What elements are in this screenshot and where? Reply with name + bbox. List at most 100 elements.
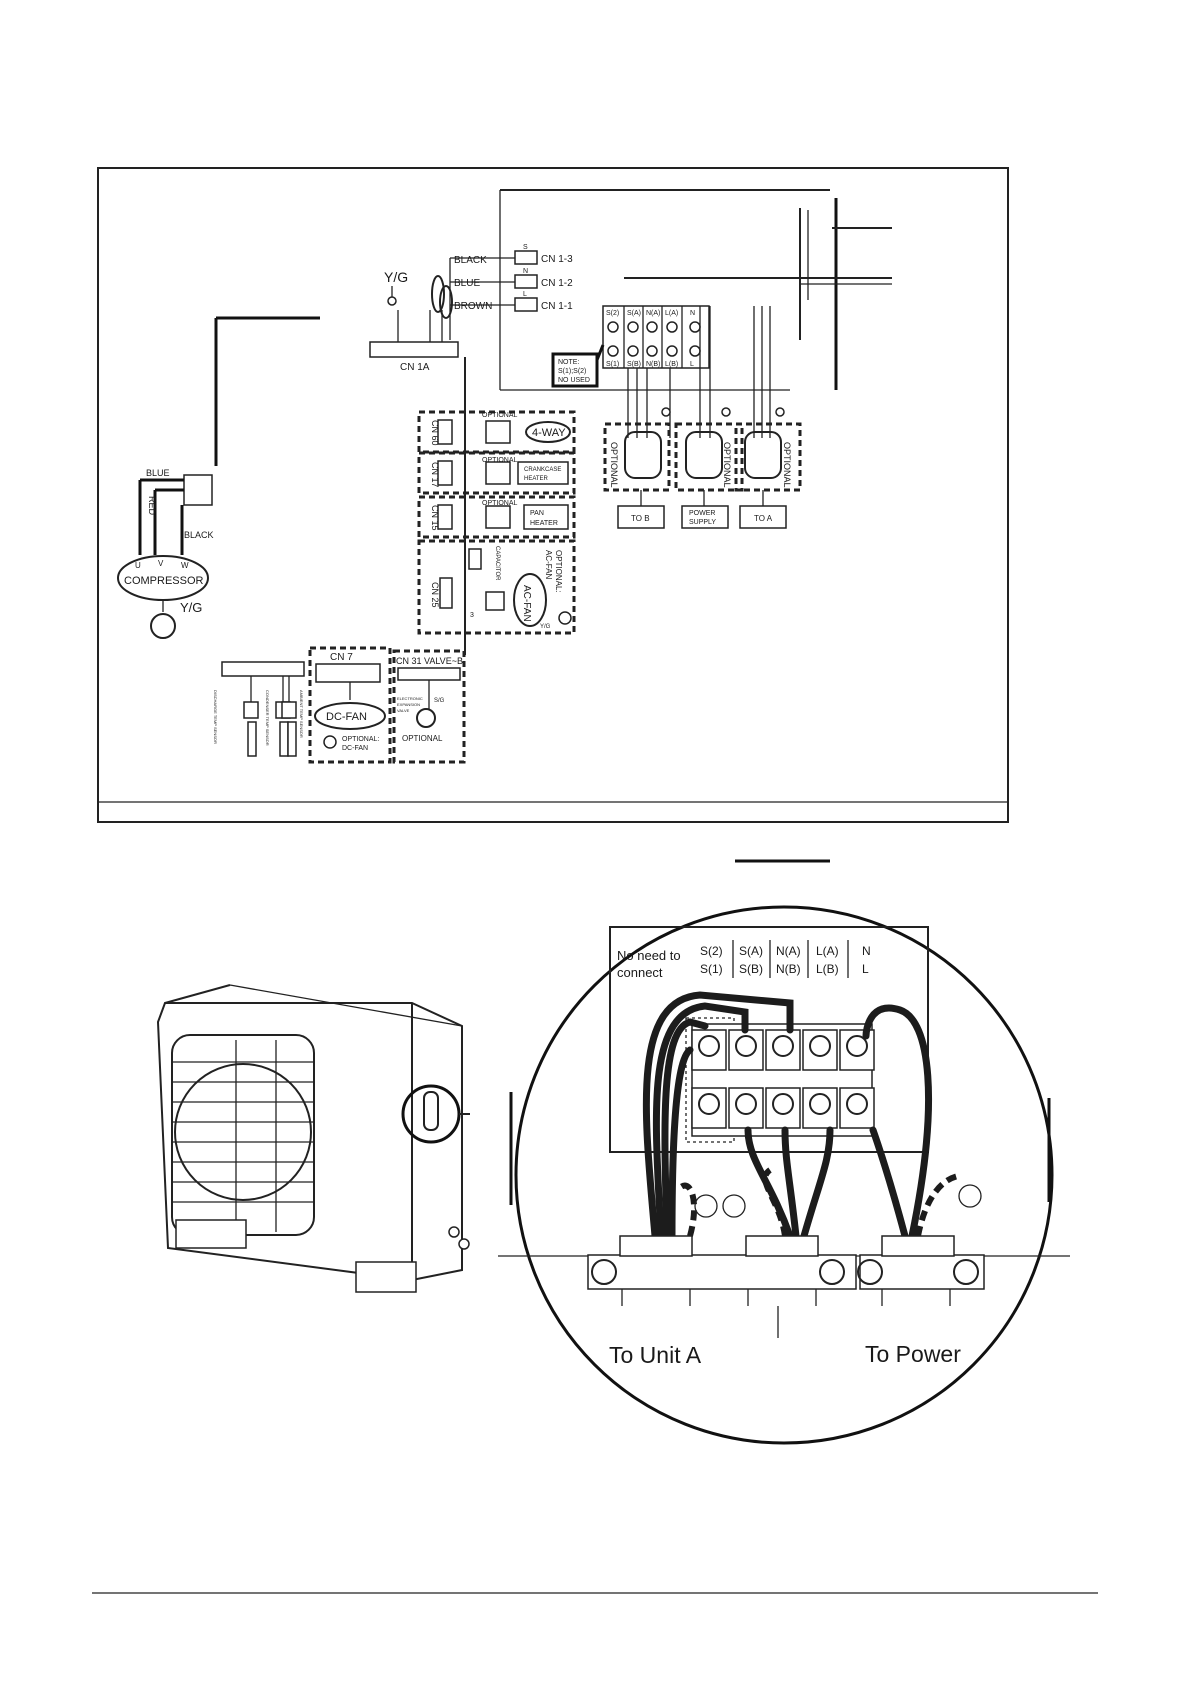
screw-icon (627, 321, 639, 333)
diagram-frame (97, 167, 1009, 823)
optional-box-a (734, 422, 802, 492)
four-way-label: 4-WAY (532, 427, 566, 439)
power-supply-box (681, 505, 729, 529)
term-top-3: N(A) (646, 310, 660, 317)
cn15-box (417, 495, 576, 539)
dc-fan (314, 702, 386, 730)
term-top-5: N (690, 310, 695, 317)
terminal-panel (609, 926, 929, 1153)
screw-icon (772, 1093, 794, 1115)
cn25-box (417, 539, 576, 635)
cable-drum-power (685, 431, 723, 479)
detail-top-4: L(A) (816, 944, 839, 958)
cn15-label: CN 15 (430, 505, 440, 531)
screw-icon (666, 321, 678, 333)
compressor-group: BLUE RED BLACK U V W COMPRESSOR Y/G (117, 468, 214, 639)
term-bot-5: L (690, 361, 694, 368)
cable-clamp-b (745, 1235, 819, 1257)
n-label: N (523, 268, 528, 275)
cn12-label: CN 1-2 (541, 278, 573, 289)
cn1-connectors: BLACK BLUE BROWN S N L CN 1-3 CN 1-2 CN … (449, 244, 573, 340)
wire-b3 (800, 1126, 834, 1240)
cn60-relay-icon (485, 420, 511, 444)
note-pointer (595, 344, 605, 361)
ground-icon (661, 407, 671, 417)
cn31-box (392, 649, 466, 764)
screw-icon (735, 1035, 757, 1057)
sg-label: S/G (434, 698, 445, 704)
terminal-detail: No need to connect S(2) S(A) N(A) L(A) N… (498, 859, 1070, 1445)
capacitor-icon (468, 548, 482, 570)
sensor-connector (221, 661, 305, 677)
ambient-sensor-icon (287, 721, 297, 757)
capacitor-label: CAPACITOR (494, 546, 500, 581)
optional-valve-label: OPTIONAL (402, 734, 443, 743)
black-label: BLACK (454, 255, 487, 266)
pan-label-2: HEATER (530, 520, 558, 527)
term-bot-1: S(1) (606, 361, 619, 368)
cn1a-block (369, 341, 459, 358)
screw-icon (607, 345, 619, 357)
valve-label-1: ELECTRONIC (397, 696, 423, 701)
to-unit-a-label: To Unit A (609, 1342, 702, 1368)
sensor-group: DISCHARGE TEMP SENSOR CONDENSER TEMP SEN… (213, 661, 305, 757)
detail-bot-4: L(B) (816, 962, 839, 976)
ground-icon (775, 407, 785, 417)
screw-icon (646, 345, 658, 357)
wire-la (642, 991, 794, 1240)
handle-icon (423, 1091, 439, 1131)
term-top-4: L(A) (665, 310, 678, 317)
ferrite-ring-icon (431, 275, 445, 313)
cable-drum-a (744, 431, 782, 479)
detail-bot-1: S(1) (700, 962, 723, 976)
screw-icon (809, 1093, 831, 1115)
optional-pan-label: OPTIONAL (482, 500, 518, 507)
cn17-relay-icon (485, 461, 511, 485)
dc-fan-label: DC-FAN (326, 711, 367, 723)
screw-icon (646, 321, 658, 333)
cn15-relay-icon (485, 505, 511, 529)
screw-icon (772, 1035, 794, 1057)
cn7-label: CN 7 (330, 652, 353, 663)
sensor-relay-3-icon (281, 701, 297, 719)
wire-n (862, 1004, 932, 1240)
detail-top-3: N(A) (776, 944, 801, 958)
unit-top-left (164, 984, 231, 1004)
ground-wire-power (915, 1173, 959, 1237)
optional-4way-label: OPTIONAL (482, 412, 518, 419)
detail-top-1: S(2) (700, 944, 723, 958)
wire-sa (652, 1002, 749, 1240)
wire-na (661, 1018, 709, 1240)
screw-icon (689, 345, 701, 357)
to-b-box (617, 505, 665, 529)
valve-label-2: EXPANSION (397, 702, 420, 707)
term-bot-4: L(B) (665, 361, 678, 368)
brown-label: BROWN (454, 301, 492, 312)
valve-icon (416, 708, 436, 728)
term-bot-3: N(B) (646, 361, 660, 368)
screw-icon (627, 345, 639, 357)
no-need-line-2: connect (617, 965, 663, 980)
cable-clamp-power (881, 1235, 955, 1257)
cable-drum-b (624, 431, 662, 479)
optional-crankcase-label: OPTIONAL (482, 457, 518, 464)
screw-icon (698, 1093, 720, 1115)
screw-icon (809, 1035, 831, 1057)
term-top-1: S(2) (606, 310, 619, 317)
ground-icon (150, 613, 176, 639)
to-power-label: To Power (865, 1341, 961, 1367)
screw-icon (846, 1035, 868, 1057)
cn11-label: CN 1-1 (541, 301, 573, 312)
unit-foot-right (355, 1261, 417, 1293)
comp-w-label: W (181, 561, 189, 570)
cn12-plug (514, 274, 538, 289)
ground-icon (323, 735, 337, 749)
cn13-plug (514, 250, 538, 265)
cn13-label: CN 1-3 (541, 254, 573, 265)
screw-icon (735, 1093, 757, 1115)
cn60-label: CN 60 (430, 420, 440, 446)
ground-wire-a (675, 1182, 698, 1237)
cable-sections: OPTIONAL OPTIONAL OPTIONAL TO B POWER SU… (603, 422, 802, 529)
ground-icon (387, 296, 397, 306)
